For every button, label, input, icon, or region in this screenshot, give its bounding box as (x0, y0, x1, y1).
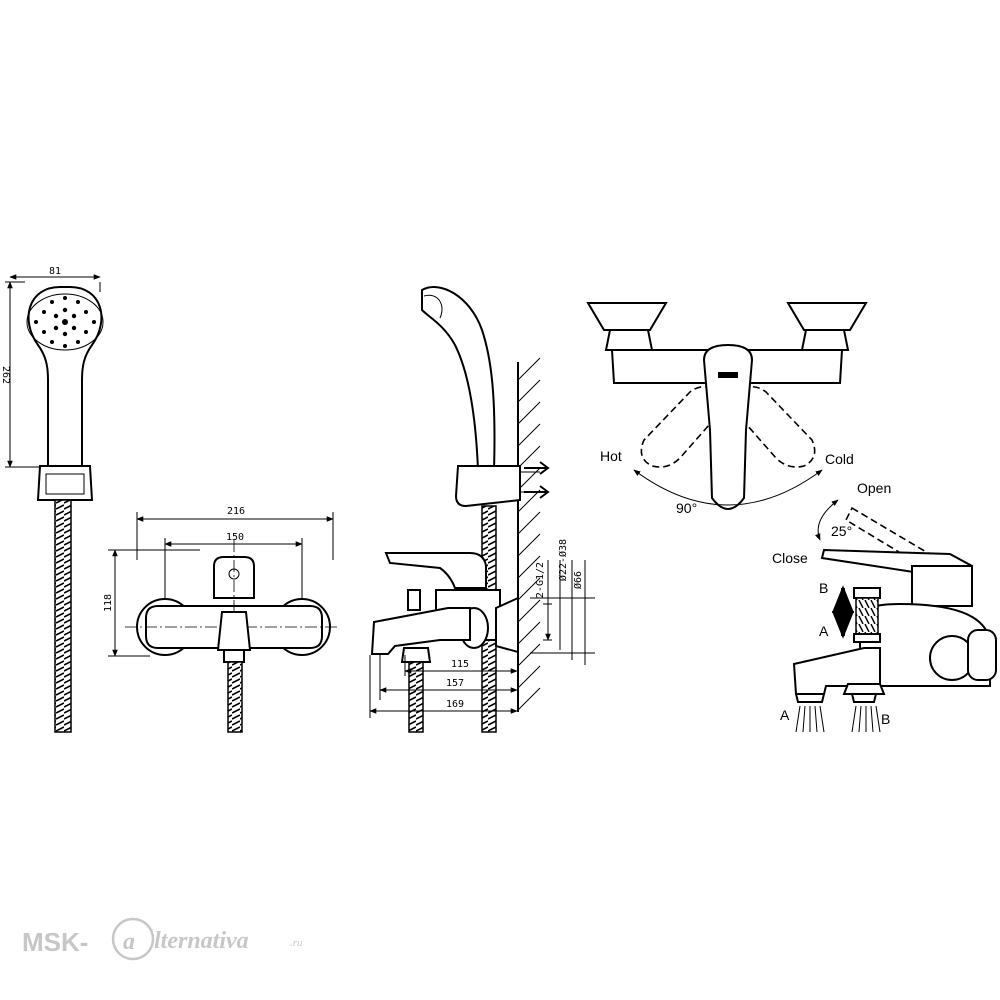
dim-flange-dia: Ø66 (572, 571, 584, 589)
wall-connector (495, 596, 519, 654)
svg-text:lternativa: lternativa (154, 928, 249, 954)
dim-pipe-dia: Ø22-Ø38 (557, 539, 569, 581)
label-open: Open (857, 480, 891, 496)
dim-centres: 150 (226, 532, 244, 543)
handshower-side (421, 286, 496, 471)
side-view: 2-G1/2 Ø22-Ø38 Ø66 115 157 169 (369, 286, 595, 733)
svg-text:a: a (123, 929, 135, 955)
dim-overall-width: 216 (227, 506, 245, 517)
label-angle-90: 90° (676, 500, 697, 516)
shower-hose (54, 499, 72, 733)
label-b-bottom: B (881, 711, 890, 727)
top-view-hot-cold: Hot Cold 90° (586, 302, 868, 516)
label-b-top: B (819, 580, 828, 596)
label-angle-25: 25° (831, 523, 852, 539)
watermark-logo: MSK- a lternativa .ru (22, 917, 303, 961)
svg-text:.ru: .ru (290, 937, 303, 949)
label-cold: Cold (825, 451, 854, 467)
dim-handshower-height: 262 (0, 366, 11, 384)
lever-side (384, 552, 487, 589)
dim-thread: 2-G1/2 (535, 562, 546, 598)
water-stream-a (795, 705, 825, 733)
front-hose (227, 661, 243, 733)
wall-hatch (517, 357, 541, 711)
diverter-knob-detail (855, 597, 879, 635)
dim-projection-157: 157 (446, 678, 464, 689)
label-close: Close (772, 550, 808, 566)
top-lever (702, 343, 754, 510)
spray-nozzles (34, 296, 96, 348)
svg-text:MSK-: MSK- (22, 927, 88, 957)
dim-body-height: 118 (103, 594, 114, 612)
dim-handshower-width: 81 (49, 266, 61, 277)
handshower-view: 81 262 (0, 266, 104, 733)
dim-projection-115: 115 (451, 659, 469, 670)
diverter-detail-view: Open 25° Close B A (772, 480, 997, 733)
lever-handle (213, 556, 255, 599)
bath-spout-side (370, 607, 471, 655)
handshower-body (27, 286, 103, 471)
label-a-top: A (819, 623, 829, 639)
diverter-knob (407, 589, 421, 611)
label-a-bottom: A (780, 707, 790, 723)
spout-outlet (216, 611, 252, 651)
side-hose-lower (408, 661, 424, 733)
label-hot: Hot (600, 448, 622, 464)
wall-holder-side (454, 465, 521, 508)
water-stream-b (851, 705, 881, 733)
dim-projection-169: 169 (446, 699, 464, 710)
front-view: 216 150 118 (103, 506, 340, 733)
